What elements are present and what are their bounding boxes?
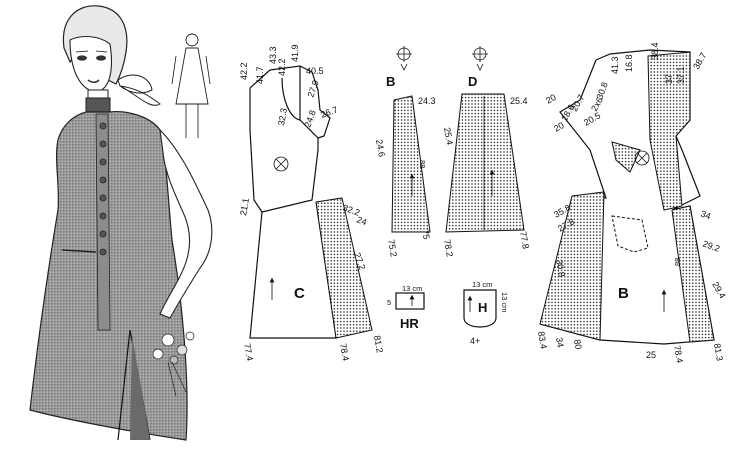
- piece-c-armhole: [281, 77, 301, 121]
- piece-b-large-placement-mark: [634, 150, 650, 166]
- left-eye-shape: [77, 55, 87, 61]
- piece-b-small-label: B: [386, 74, 395, 89]
- pattern-piece-hr: 13 cm 5 HR: [387, 284, 425, 331]
- meas-b-75: 75: [420, 229, 432, 241]
- meas-c-774: 77.4: [242, 343, 255, 362]
- piece-b-large-outline: [539, 49, 715, 345]
- hr-shape: [395, 292, 425, 310]
- meas-c-211: 21.1: [238, 197, 251, 216]
- arm-shape: [159, 128, 213, 319]
- piece-b-large-back-panel: [647, 51, 691, 211]
- meas-l-34: 34: [699, 208, 712, 221]
- h-pocket-shape: [463, 289, 497, 328]
- piece-b-large-label: B: [618, 285, 629, 302]
- piece-b-grain-mark: 88: [418, 160, 427, 168]
- piece-b-large-grain-mark: 88: [673, 258, 682, 266]
- h-label: H: [478, 300, 487, 315]
- hr-width: 13 cm: [402, 284, 422, 293]
- piece-b-large-side-panel: [539, 191, 605, 341]
- mouth-shape: [87, 79, 100, 84]
- meas-l-308b: 30.8: [554, 259, 567, 278]
- meas-l-384: 38.4: [650, 42, 660, 60]
- meas-d-254b: 25.4: [442, 127, 455, 146]
- piece-c-front-edge: [249, 88, 263, 213]
- coat-buttons: [99, 122, 107, 256]
- mini-figure-back-view: [171, 33, 211, 138]
- piece-b-large-yoke: [611, 141, 641, 173]
- flower-bouquet: [152, 331, 195, 397]
- piece-d-label: D: [468, 74, 477, 89]
- meas-l-205: 20.5: [582, 110, 602, 127]
- meas-c-323: 32.3: [276, 107, 289, 126]
- meas-c-24: 24: [355, 214, 368, 227]
- meas-l-25: 25: [646, 350, 656, 360]
- pocket-flap-shape: [61, 249, 97, 253]
- h-height: 13 cm: [500, 292, 509, 312]
- meas-c-419: 41.9: [290, 44, 300, 62]
- pattern-piece-c: C 42.2 41.7 43.3 42.2 41.9 40.5 27.9 32.…: [238, 44, 385, 361]
- meas-l-37: 37: [664, 74, 674, 84]
- meas-l-20b: 20: [544, 92, 558, 106]
- meas-c-248: 24.8: [302, 109, 317, 129]
- meas-l-813: 81.3: [712, 343, 725, 362]
- piece-b-large-neck: [559, 59, 607, 199]
- meas-l-387: 38.7: [691, 51, 708, 71]
- meas-b-752: 75.2: [386, 239, 399, 258]
- crosshair-d-icon: [472, 46, 488, 71]
- meas-c-405: 40.5: [306, 66, 324, 76]
- piece-b-small-shape: [391, 95, 431, 233]
- meas-l-784: 78.4: [672, 345, 685, 364]
- meas-l-371: 37.1: [676, 66, 686, 84]
- pleat-shadow: [130, 335, 150, 440]
- piece-c-placement-mark: [273, 156, 289, 172]
- h-count: 4+: [470, 336, 480, 346]
- piece-b-large-pocket-outline: [611, 215, 649, 253]
- hair-ribbon-shape: [117, 74, 161, 106]
- meas-c-422b: 42.2: [277, 58, 287, 76]
- right-eye-shape: [96, 55, 106, 61]
- placket-shape: [95, 113, 111, 331]
- hr-label: HR: [400, 316, 419, 331]
- meas-l-834: 83.4: [536, 331, 549, 350]
- meas-l-413: 41.3: [610, 56, 620, 74]
- piece-b-large-right-panel: [671, 205, 715, 343]
- pattern-piece-b-large: 88 B 41.3 16.8 38.4 37 37.1 38.7 30.8 2x…: [536, 42, 728, 363]
- meas-l-20: 20: [552, 120, 566, 134]
- piece-c-dash-line: [315, 201, 337, 339]
- meas-d-254a: 25.4: [510, 96, 528, 106]
- piece-d-shape: [445, 93, 525, 233]
- meas-l-34b: 34: [554, 337, 566, 349]
- meas-l-168: 16.8: [624, 54, 634, 72]
- meas-c-784: 78.4: [338, 343, 351, 362]
- pattern-piece-d: D 25.4 25.4 78.2 77.8: [442, 46, 531, 258]
- meas-d-782: 78.2: [442, 239, 455, 258]
- hr-height: 5: [387, 298, 391, 307]
- meas-b-246: 24.6: [374, 139, 387, 158]
- piece-c-label: C: [294, 285, 305, 302]
- meas-c-417: 41.7: [255, 66, 265, 84]
- meas-c-812: 81.2: [372, 335, 385, 354]
- piece-c-sleeve-cap: [299, 65, 331, 139]
- face-shape: [69, 35, 113, 93]
- h-width: 13 cm: [472, 280, 492, 289]
- meas-l-294: 29.4: [710, 280, 727, 300]
- meas-c-422: 42.2: [239, 62, 249, 80]
- brows-shape: [75, 50, 108, 53]
- meas-l-292: 29.2: [701, 238, 721, 253]
- fashion-illustration: [29, 5, 213, 441]
- pattern-piece-h: 13 cm H 13 cm 4+: [463, 280, 509, 346]
- crosshair-b-icon: [396, 46, 412, 71]
- meas-b-243: 24.3: [418, 96, 436, 106]
- meas-d-778: 77.8: [518, 231, 531, 250]
- pattern-piece-b-small: B 88 24.3 24.6 75.2 75: [374, 46, 436, 258]
- meas-c-433: 43.3: [268, 46, 278, 64]
- meas-l-80: 80: [572, 339, 584, 351]
